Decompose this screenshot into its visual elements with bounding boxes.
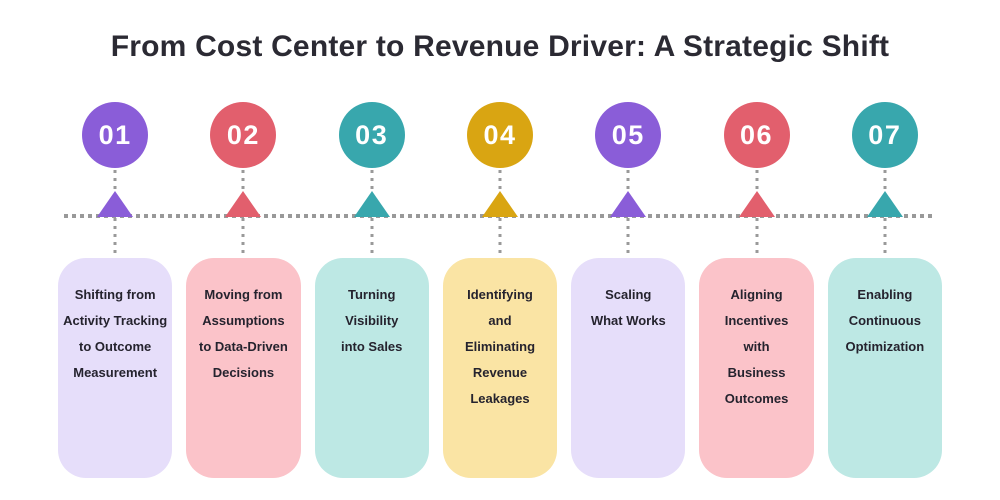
step-label: Enabling Continuous Optimization [845, 287, 925, 354]
step-label: Moving from Assumptions to Data-Driven D… [198, 287, 288, 380]
step-number: 04 [483, 119, 517, 150]
step-circle: 06 [723, 102, 790, 168]
step-card: Scaling What Works [571, 258, 686, 478]
step-label: Identifying and Eliminating Revenue Leak… [464, 287, 536, 406]
step-column-1: 01 Shifting from Activity Tracking to Ou… [58, 102, 173, 480]
step-label: Turning Visibility into Sales [340, 287, 403, 354]
step-card: Moving from Assumptions to Data-Driven D… [186, 258, 301, 478]
step-label: Shifting from Activity Tracking to Outco… [63, 287, 168, 380]
step-card: Enabling Continuous Optimization [827, 258, 942, 478]
triangle-up-icon [738, 191, 775, 217]
step-card: Turning Visibility into Sales [314, 258, 429, 478]
step-number: 06 [740, 119, 774, 150]
step-column-5: 05 Scaling What Works [571, 102, 686, 480]
step-number: 05 [611, 119, 645, 150]
step-circle: 03 [338, 102, 405, 168]
step-column-6: 06 Aligning Incentives with Business Out… [699, 102, 814, 480]
triangle-up-icon [353, 191, 390, 217]
step-card: Aligning Incentives with Business Outcom… [699, 258, 814, 478]
step-column-3: 03 Turning Visibility into Sales [314, 102, 429, 480]
triangle-up-icon [225, 191, 262, 217]
step-circle: 01 [82, 102, 149, 168]
step-label: Aligning Incentives with Business Outcom… [724, 287, 789, 406]
triangle-up-icon [610, 191, 647, 217]
step-card: Identifying and Eliminating Revenue Leak… [442, 258, 558, 478]
step-circle: 04 [466, 102, 533, 168]
page-title: From Cost Center to Revenue Driver: A St… [110, 30, 890, 63]
triangle-up-icon [97, 191, 134, 217]
step-column-7: 07 Enabling Continuous Optimization [827, 102, 942, 480]
step-label: Scaling What Works [590, 287, 666, 328]
step-card: Shifting from Activity Tracking to Outco… [58, 258, 173, 478]
triangle-up-icon [481, 191, 518, 217]
steps-row: 01 Shifting from Activity Tracking to Ou… [58, 102, 942, 480]
step-number: 07 [868, 119, 902, 150]
step-column-4: 04 Identifying and Eliminating Revenue L… [442, 102, 558, 480]
step-circle: 05 [595, 102, 662, 168]
step-number: 02 [226, 119, 260, 150]
step-circle: 07 [851, 102, 918, 168]
step-number: 03 [355, 119, 389, 150]
step-column-2: 02 Moving from Assumptions to Data-Drive… [186, 102, 301, 480]
step-number: 01 [98, 119, 132, 150]
triangle-up-icon [866, 191, 903, 217]
step-circle: 02 [210, 102, 277, 168]
